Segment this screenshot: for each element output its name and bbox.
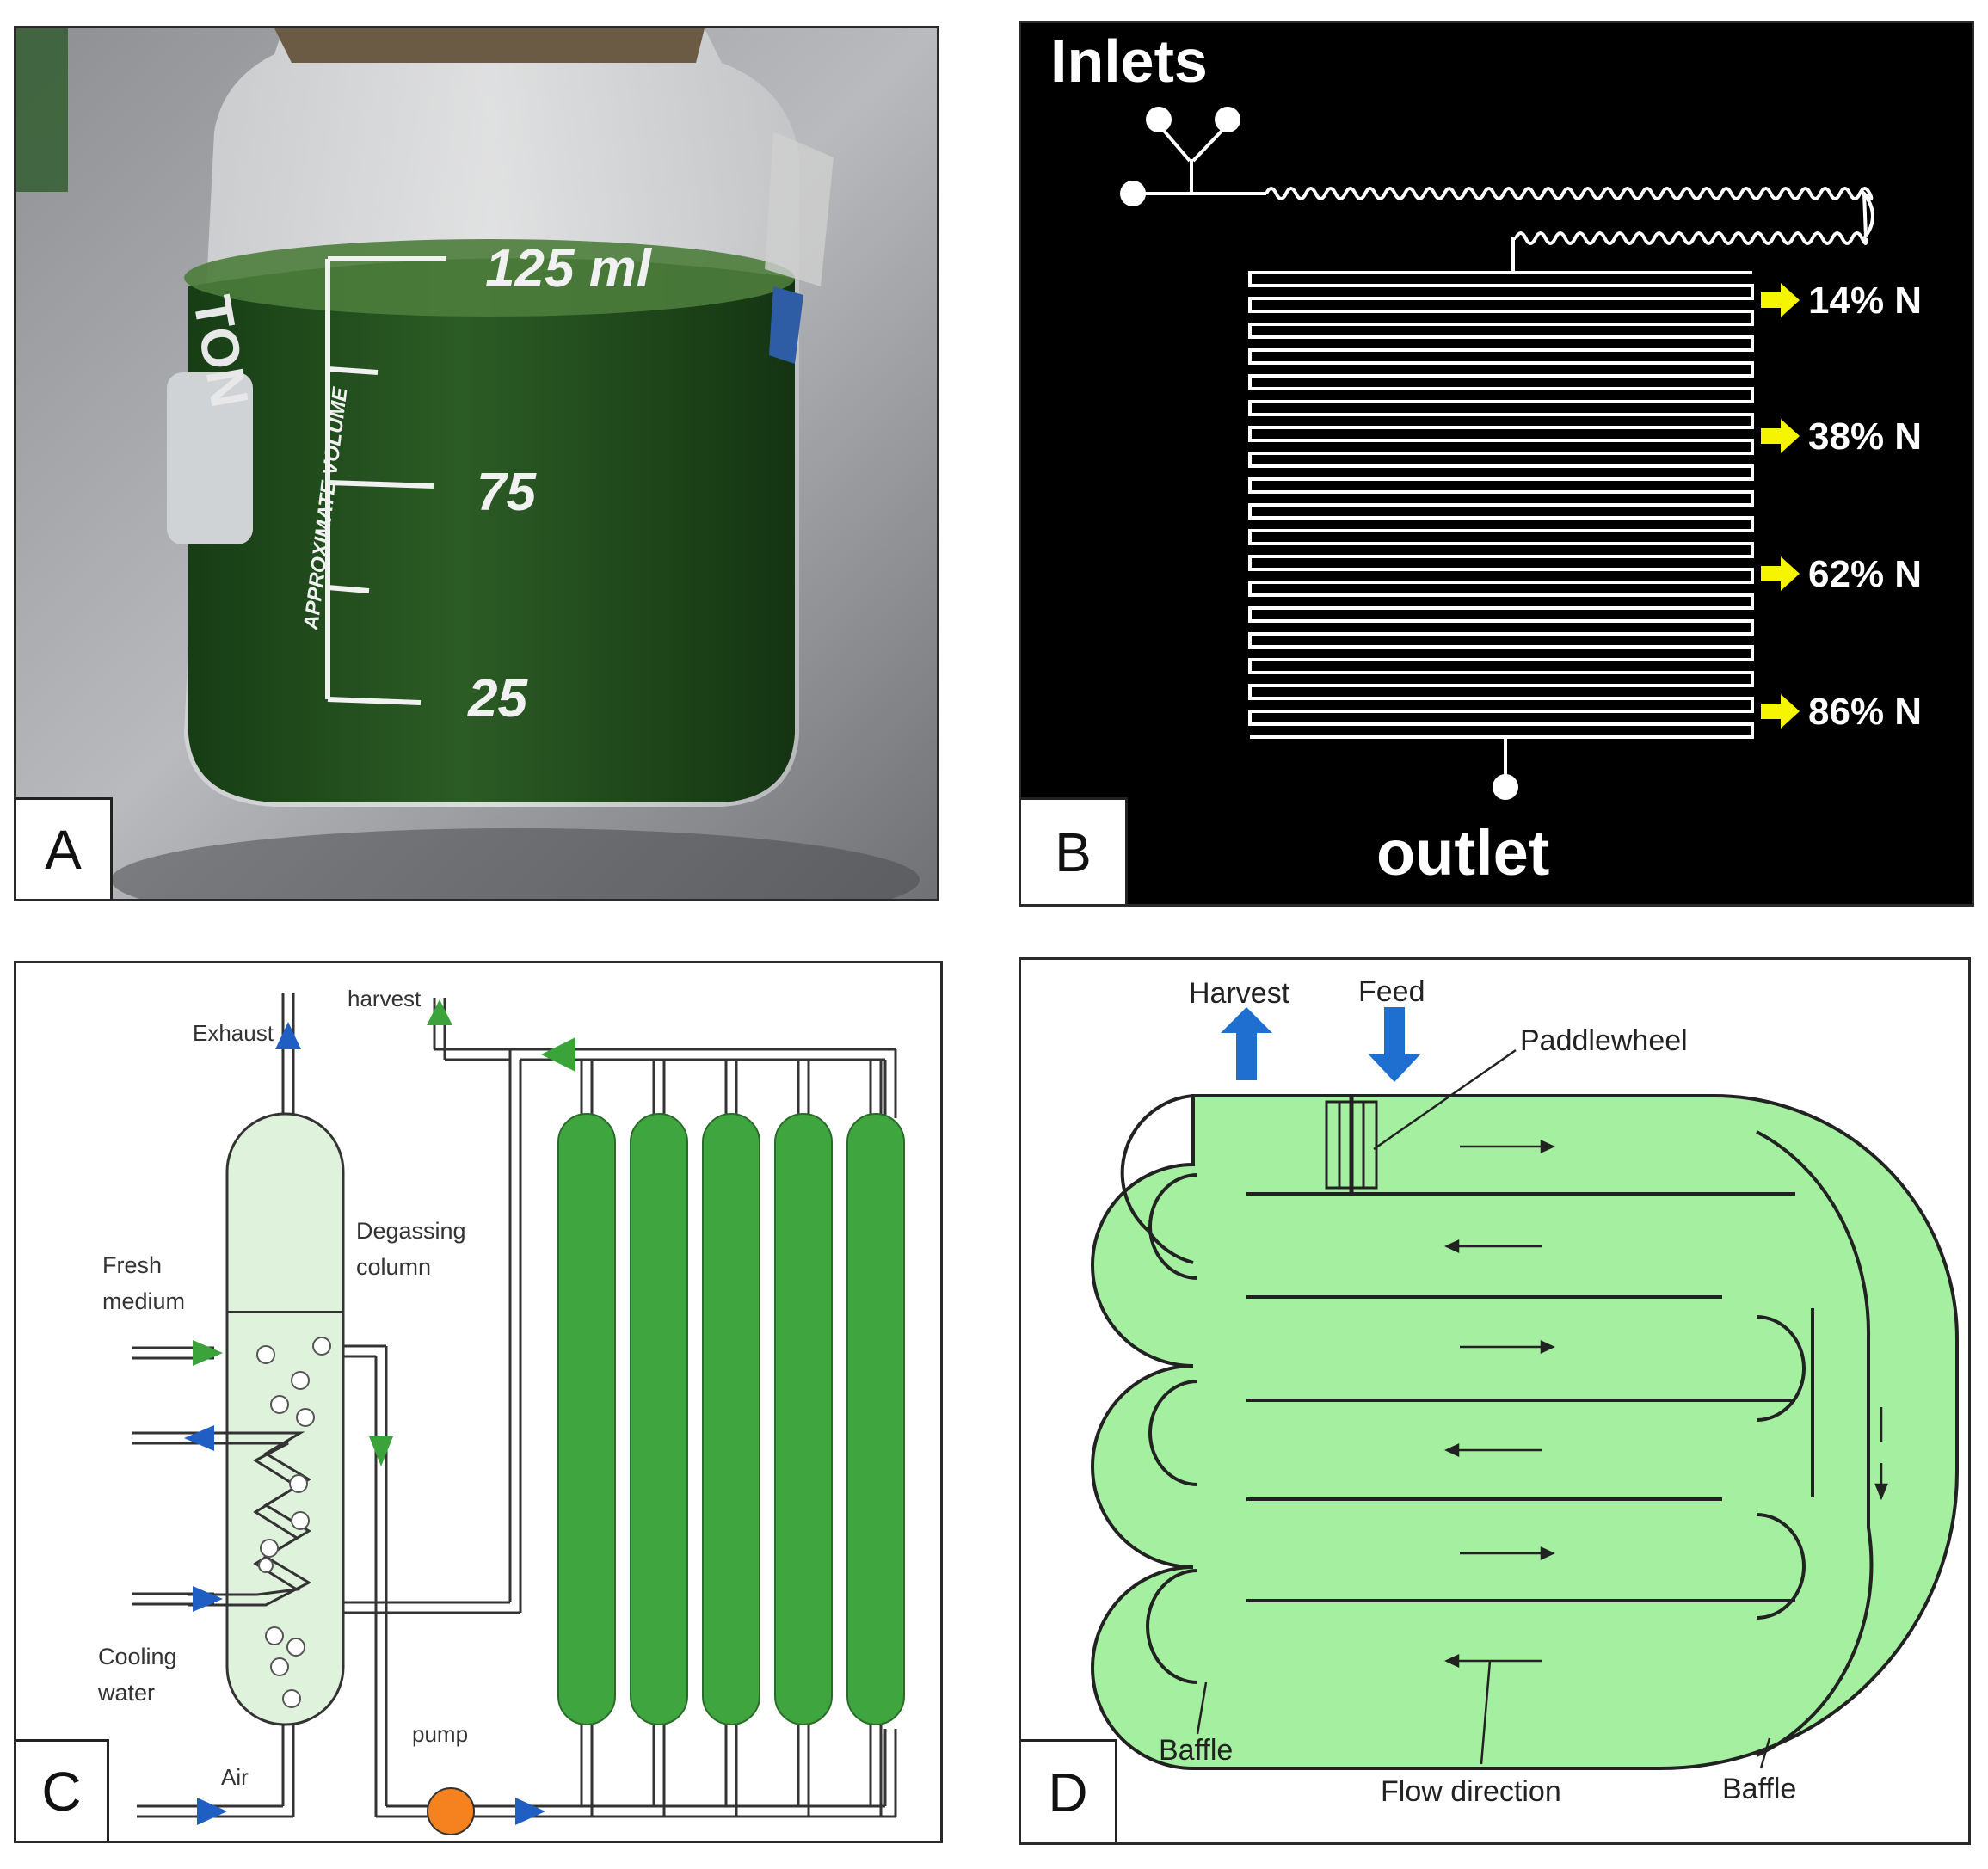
piping (132, 993, 897, 1818)
cooling-label-2: water (97, 1680, 155, 1706)
flow-arrows (184, 999, 575, 1825)
baffle-right-2 (1756, 1513, 1806, 1620)
tap-label: 86% N (1808, 691, 1922, 733)
panel-c: Exhaust harvest Degassing column Fresh m… (14, 961, 943, 1843)
baffle-left-1 (1148, 1173, 1198, 1280)
air-label: Air (221, 1764, 249, 1790)
air-arrow (197, 1798, 227, 1825)
bottle-label (167, 372, 253, 544)
tap-label: 62% N (1808, 553, 1922, 595)
outlet-port (1493, 774, 1518, 800)
photobioreactor-tube (702, 1113, 760, 1725)
harvest-arrow (427, 999, 452, 1025)
downflow-arrow (369, 1436, 393, 1466)
degassing-column (225, 1112, 345, 1726)
microfluidic-chip: Inlets outlet 14% N 38% N 62% N 86% N (1021, 23, 1972, 904)
fresh-label-1: Fresh (102, 1252, 162, 1278)
feed-arrow (1369, 1007, 1420, 1082)
fresh-medium-arrow (193, 1340, 223, 1366)
cooling-out-arrow (184, 1425, 214, 1451)
tube-array (557, 1113, 905, 1725)
fresh-label-2: medium (102, 1288, 185, 1314)
baffle-left-2 (1148, 1380, 1198, 1486)
pump-label: pump (412, 1721, 468, 1747)
photobioreactor-tube (774, 1113, 833, 1725)
tap-markers: 14% N 38% N 62% N 86% N (1761, 280, 1922, 733)
cooling-label-1: Cooling (98, 1644, 177, 1669)
inlet-port-3 (1120, 181, 1146, 206)
return-arrow (541, 1037, 575, 1072)
flow-direction-label: Flow direction (1381, 1775, 1561, 1808)
pond-lobes (1120, 1094, 1194, 1264)
baffle-right-label: Baffle (1722, 1773, 1796, 1805)
cooling-in-arrow (193, 1586, 223, 1612)
exhaust-label: Exhaust (193, 1020, 274, 1046)
paddlewheel-label: Paddlewheel (1520, 1024, 1688, 1057)
baffle-left-label: Baffle (1159, 1734, 1233, 1767)
feed-label: Feed (1358, 975, 1425, 1008)
exhaust-arrow (275, 1022, 301, 1049)
baffle-left-3 (1146, 1569, 1198, 1684)
label-leaders (1196, 1660, 1771, 1769)
baffle-right-outer (1756, 1130, 1874, 1757)
photobioreactor-tube (557, 1113, 616, 1725)
outlet-label: outlet (1376, 817, 1549, 888)
mark-25: 25 (467, 669, 528, 729)
paddlewheel (1325, 1096, 1378, 1194)
mixer-row-2 (1511, 231, 1868, 273)
harvest-arrow (1221, 1007, 1272, 1080)
pump (427, 1787, 475, 1835)
tap-label: 38% N (1808, 415, 1922, 458)
inlets-label: Inlets (1050, 28, 1208, 95)
inlet-port-2 (1215, 107, 1240, 132)
graduation-scale (325, 256, 446, 705)
baffles (1146, 1130, 1874, 1757)
panel-letter-b: B (1021, 797, 1128, 904)
pump-out-arrow (515, 1798, 545, 1825)
panel-d: Harvest Feed Paddlewheel Baffle Flow dir… (1019, 957, 1971, 1845)
tap-arrow (1761, 556, 1800, 591)
photobioreactor-tube (846, 1113, 905, 1725)
harvest-label: Harvest (1189, 977, 1290, 1010)
tap-arrow (1761, 419, 1800, 453)
flow-arrows (1444, 1140, 1888, 1668)
mark-75: 75 (477, 463, 537, 522)
tap-arrow (1761, 283, 1800, 317)
gradient-serpentine (1248, 271, 1754, 739)
mixer-row-1 (1265, 187, 1874, 237)
raceway-pond: Harvest Feed Paddlewheel Baffle Flow dir… (1021, 960, 1968, 1842)
green-culture (188, 258, 795, 803)
bottle-photo: TON 125 ml 75 25 APPROXIMATE VOLUME (16, 28, 937, 899)
degassing-label-2: column (356, 1254, 431, 1280)
paddlewheel-leader (1373, 1048, 1517, 1151)
panel-b: Inlets outlet 14% N 38% N 62% N 86% N B (1019, 21, 1974, 907)
bubbles (256, 1337, 331, 1708)
harvest-label: harvest (348, 986, 422, 1011)
panel-letter-c: C (16, 1739, 109, 1841)
tap-label: 14% N (1808, 280, 1922, 322)
center-walls (1246, 1192, 1814, 1602)
bottle-cap (274, 28, 705, 63)
inlet-port-1 (1146, 107, 1172, 132)
degassing-label-1: Degassing (356, 1218, 466, 1244)
tap-arrow (1761, 694, 1800, 729)
panel-a: TON 125 ml 75 25 APPROXIMATE VOLUME A (14, 26, 939, 901)
mark-125: 125 ml (485, 239, 653, 298)
tube-connectors (580, 1060, 883, 1817)
baffle-right-1 (1756, 1315, 1806, 1422)
ports (1120, 107, 1518, 800)
tubular-photobioreactor: Exhaust harvest Degassing column Fresh m… (16, 963, 940, 1841)
photobioreactor-tube (630, 1113, 688, 1725)
panel-letter-d: D (1021, 1739, 1117, 1842)
panel-letter-a: A (16, 797, 113, 899)
